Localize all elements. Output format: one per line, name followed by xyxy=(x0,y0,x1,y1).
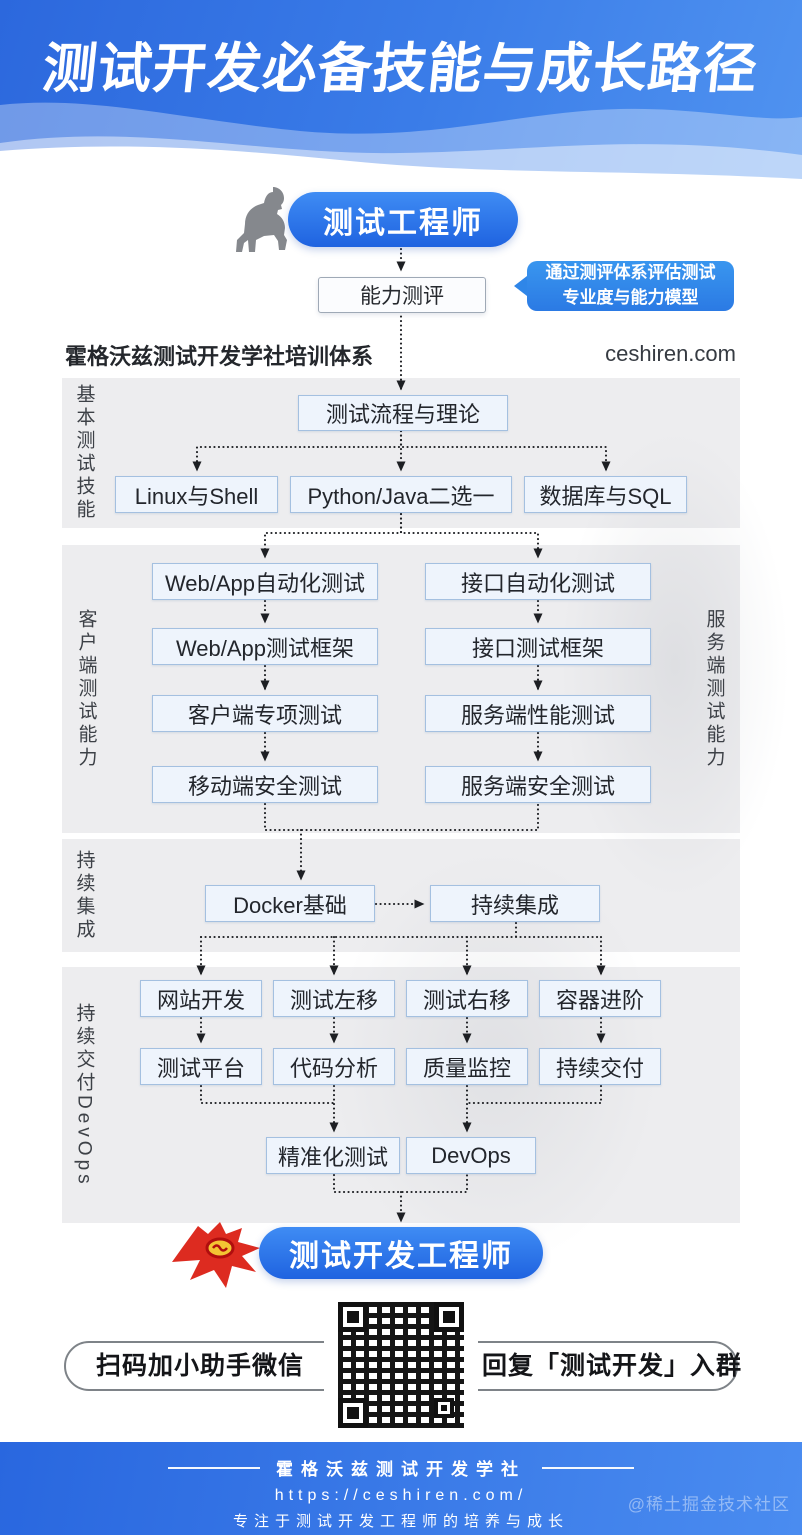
node-test-platform: 测试平台 xyxy=(140,1048,262,1085)
callout-line2: 专业度与能力模型 xyxy=(562,288,699,307)
node-container-advanced: 容器进阶 xyxy=(539,980,661,1017)
qr-instruction-left: 扫码加小助手微信 xyxy=(96,1352,305,1380)
node-python-java: Python/Java二选一 xyxy=(290,476,512,513)
node-shift-left: 测试左移 xyxy=(273,980,395,1017)
qr-code xyxy=(338,1302,464,1428)
panel-continuous-integration xyxy=(62,839,740,952)
node-quality-monitoring: 质量监控 xyxy=(406,1048,528,1085)
qr-finder-icon xyxy=(434,1302,464,1332)
node-client-special-testing: 客户端专项测试 xyxy=(152,695,378,732)
node-database-sql: 数据库与SQL xyxy=(524,476,687,513)
header-banner: 测试开发必备技能与成长路径 xyxy=(0,0,802,185)
qr-instruction-right: 回复「测试开发」入群 xyxy=(482,1352,743,1380)
node-webapp-framework: Web/App测试框架 xyxy=(152,628,378,665)
footer-url: https://ceshiren.com/ xyxy=(274,1487,528,1504)
node-shift-right: 测试右移 xyxy=(406,980,528,1017)
superhero-icon xyxy=(172,1222,260,1288)
node-test-process-theory: 测试流程与理论 xyxy=(298,395,508,431)
assessment-box: 能力测评 xyxy=(318,277,486,313)
section-label-client-testing: 客户端测试能力 xyxy=(75,608,97,770)
node-server-performance: 服务端性能测试 xyxy=(425,695,651,732)
start-role-pill: 测试工程师 xyxy=(288,192,518,247)
callout-line1: 通过测评体系评估测试 xyxy=(545,263,716,283)
ape-icon xyxy=(236,187,287,252)
section-label-devops: 持续交付DevOps xyxy=(73,1002,95,1188)
node-server-security: 服务端安全测试 xyxy=(425,766,651,803)
program-title: 霍格沃兹测试开发学社培训体系 xyxy=(65,344,374,369)
qr-code-wrapper xyxy=(324,1298,478,1432)
wave-decoration xyxy=(0,102,802,185)
assessment-label: 能力测评 xyxy=(360,285,444,308)
node-api-automation: 接口自动化测试 xyxy=(425,563,651,600)
footer-org: 霍格沃兹测试开发学社 xyxy=(0,1455,802,1480)
node-docker-basics: Docker基础 xyxy=(205,885,375,922)
qr-finder-icon xyxy=(338,1302,368,1332)
node-linux-shell: Linux与Shell xyxy=(115,476,278,513)
end-role-pill: 测试开发工程师 xyxy=(259,1227,543,1279)
node-api-framework: 接口测试框架 xyxy=(425,628,651,665)
footer-watermark: @稀土掘金技术社区 xyxy=(627,1495,790,1514)
node-webapp-automation: Web/App自动化测试 xyxy=(152,563,378,600)
section-label-basic-skills: 基本测试技能 xyxy=(73,384,95,522)
page-title: 测试开发必备技能与成长路径 xyxy=(39,39,762,99)
node-precision-testing: 精准化测试 xyxy=(266,1137,400,1174)
assessment-callout: 通过测评体系评估测试 专业度与能力模型 xyxy=(514,261,734,311)
node-mobile-security: 移动端安全测试 xyxy=(152,766,378,803)
qr-finder-icon xyxy=(338,1398,368,1428)
end-role-label: 测试开发工程师 xyxy=(289,1240,513,1273)
node-continuous-integration: 持续集成 xyxy=(430,885,600,922)
node-code-analysis: 代码分析 xyxy=(273,1048,395,1085)
footer-banner: 霍格沃兹测试开发学社 https://ceshiren.com/ 专注于测试开发… xyxy=(0,1442,802,1535)
node-continuous-delivery: 持续交付 xyxy=(539,1048,661,1085)
qr-alignment-icon xyxy=(434,1398,454,1418)
footer-slogan: 专注于测试开发工程师的培养与成长 xyxy=(232,1513,569,1530)
program-site-url: ceshiren.com xyxy=(605,341,736,366)
node-devops: DevOps xyxy=(406,1137,536,1174)
node-website-dev: 网站开发 xyxy=(140,980,262,1017)
section-label-ci: 持续集成 xyxy=(73,849,95,942)
section-label-server-testing: 服务端测试能力 xyxy=(703,608,725,770)
start-role-label: 测试工程师 xyxy=(323,206,483,240)
